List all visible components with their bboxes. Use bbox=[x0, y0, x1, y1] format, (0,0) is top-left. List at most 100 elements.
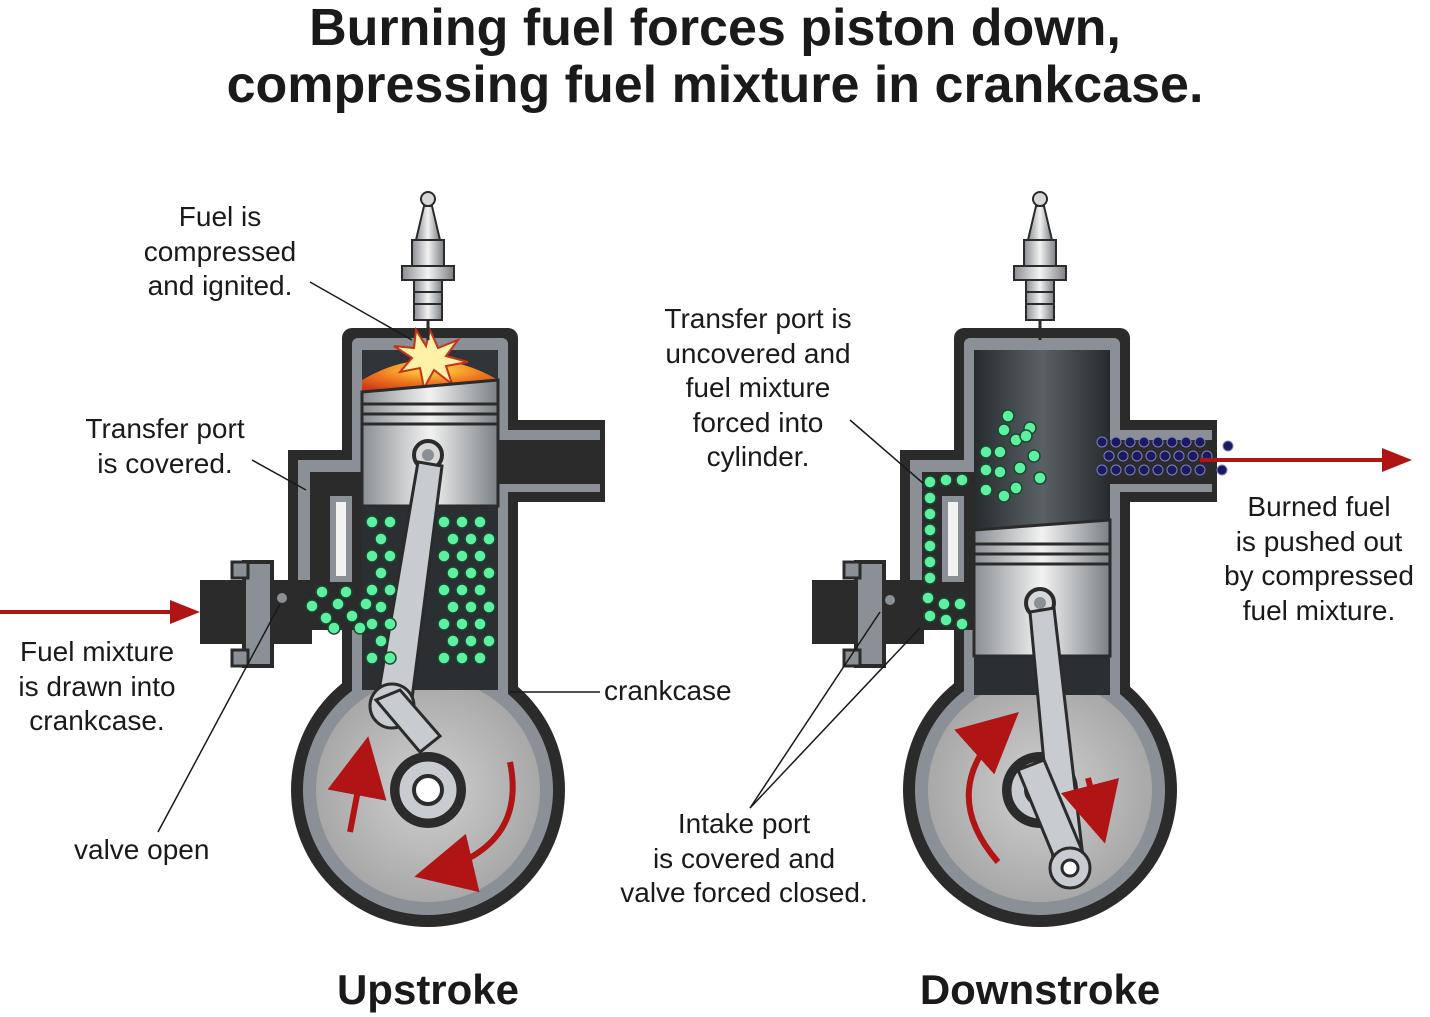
particle bbox=[339, 585, 353, 599]
particle bbox=[1145, 450, 1157, 462]
particle bbox=[473, 515, 487, 529]
particle bbox=[923, 555, 937, 569]
particle bbox=[1159, 450, 1171, 462]
leader-lines bbox=[157, 281, 925, 833]
particle bbox=[331, 597, 345, 611]
particle bbox=[1166, 464, 1178, 476]
particle bbox=[365, 583, 379, 597]
spark-plug-icon bbox=[1013, 191, 1067, 340]
particle bbox=[446, 532, 460, 546]
title-line-2: compressing fuel mixture in crankcase. bbox=[226, 56, 1204, 114]
particle bbox=[473, 549, 487, 563]
particle bbox=[473, 583, 487, 597]
particle bbox=[455, 515, 469, 529]
flow-arrow-icon bbox=[0, 600, 200, 624]
particle bbox=[923, 475, 937, 489]
particle bbox=[359, 597, 373, 611]
upstroke-intake-pipe bbox=[200, 560, 312, 668]
particle bbox=[1131, 450, 1143, 462]
rotation-arrow-icon bbox=[327, 736, 516, 893]
particle bbox=[446, 566, 460, 580]
particle bbox=[473, 651, 487, 665]
particle bbox=[365, 549, 379, 563]
particle bbox=[1009, 481, 1023, 495]
particle bbox=[921, 591, 935, 605]
particle bbox=[979, 463, 993, 477]
particle bbox=[923, 609, 937, 623]
particle bbox=[383, 583, 397, 597]
particle bbox=[383, 617, 397, 631]
upstroke-crankshaft bbox=[390, 752, 466, 828]
upstroke-engine bbox=[0, 191, 605, 927]
particle bbox=[473, 617, 487, 631]
particle bbox=[923, 539, 937, 553]
particle bbox=[455, 617, 469, 631]
label-burned-fuel: Burned fuel is pushed out by compressed … bbox=[1224, 491, 1414, 626]
particle bbox=[923, 491, 937, 505]
particle bbox=[383, 515, 397, 529]
particle bbox=[1124, 436, 1136, 448]
flow-arrow-icon bbox=[1200, 448, 1412, 472]
label-transfer-port-uncovered: Transfer port is uncovered and fuel mixt… bbox=[664, 303, 852, 472]
label-intake-port-covered: Intake port is covered and valve forced … bbox=[620, 808, 868, 908]
particle bbox=[365, 515, 379, 529]
particle bbox=[353, 621, 367, 635]
particle bbox=[1180, 436, 1192, 448]
particle bbox=[993, 445, 1007, 459]
particle bbox=[979, 483, 993, 497]
particle bbox=[437, 651, 451, 665]
particle bbox=[305, 599, 319, 613]
particle bbox=[955, 617, 969, 631]
particle bbox=[1124, 464, 1136, 476]
particle bbox=[923, 523, 937, 537]
particle bbox=[953, 597, 967, 611]
particle bbox=[993, 465, 1007, 479]
particle bbox=[1110, 464, 1122, 476]
downstroke-engine bbox=[812, 191, 1412, 927]
particle bbox=[1110, 436, 1122, 448]
heading-downstroke: Downstroke bbox=[919, 966, 1161, 1013]
label-transfer-port-covered: Transfer port is covered. bbox=[85, 413, 245, 479]
spark-plug-icon bbox=[401, 191, 455, 340]
downstroke-piston bbox=[972, 518, 1112, 658]
particle bbox=[1096, 436, 1108, 448]
particle bbox=[464, 600, 478, 614]
particle bbox=[1173, 450, 1185, 462]
particle bbox=[1138, 464, 1150, 476]
rotation-arrow-icon bbox=[954, 711, 1119, 864]
particle bbox=[383, 549, 397, 563]
particle bbox=[1152, 436, 1164, 448]
label-valve-open: valve open bbox=[74, 834, 210, 865]
particle bbox=[482, 600, 496, 614]
particle bbox=[923, 507, 937, 521]
heading-upstroke: Upstroke bbox=[336, 966, 520, 1013]
upstroke-connecting-rod bbox=[368, 460, 444, 755]
particle bbox=[1013, 461, 1027, 475]
particle bbox=[1166, 436, 1178, 448]
particle bbox=[365, 651, 379, 665]
particle bbox=[437, 515, 451, 529]
particle bbox=[939, 473, 953, 487]
particle bbox=[365, 617, 379, 631]
particle bbox=[482, 634, 496, 648]
diagram-title: Burning fuel forces piston down, compres… bbox=[0, 0, 1430, 114]
particle bbox=[997, 489, 1011, 503]
particle bbox=[1019, 429, 1033, 443]
particle bbox=[955, 473, 969, 487]
particle bbox=[1216, 464, 1228, 476]
particle bbox=[1222, 440, 1234, 452]
title-line-1: Burning fuel forces piston down, bbox=[309, 0, 1121, 57]
particle bbox=[464, 566, 478, 580]
particle bbox=[383, 651, 397, 665]
particle bbox=[315, 585, 329, 599]
particle bbox=[455, 549, 469, 563]
particle bbox=[1027, 449, 1041, 463]
particle bbox=[482, 566, 496, 580]
particle bbox=[327, 621, 341, 635]
particle bbox=[464, 532, 478, 546]
particle bbox=[464, 634, 478, 648]
particle bbox=[1096, 464, 1108, 476]
particle bbox=[1152, 464, 1164, 476]
particle bbox=[1194, 464, 1206, 476]
